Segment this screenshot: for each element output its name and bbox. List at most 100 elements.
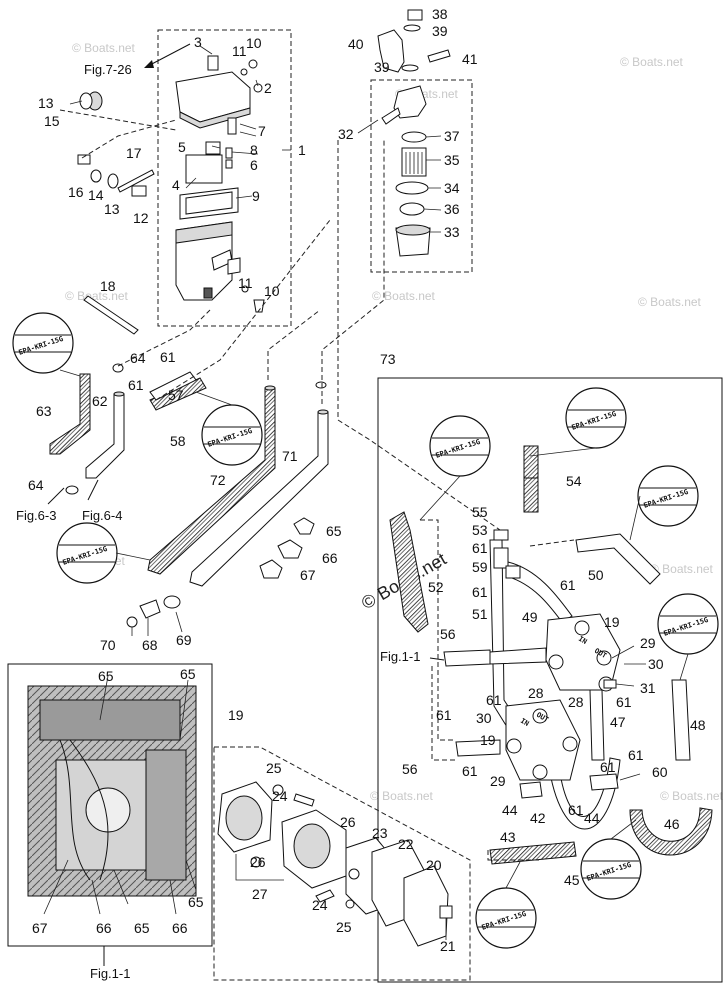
part-number: 11 [238,275,253,291]
pump-label-in: IN [519,717,530,728]
left-hoses [47,219,331,505]
epa-badge: EPA-KRI-15G [580,838,642,900]
part-number: 71 [282,448,298,464]
part-number: 24 [312,897,328,913]
leader [255,79,259,87]
plug-21 [439,905,453,919]
oring-34 [395,181,429,195]
watermark: © Boats.net [638,295,702,309]
part-number: 47 [610,714,626,730]
fig-ref-6-4: Fig.6-4 [82,508,122,523]
part-number: 61 [436,707,452,723]
washer-14 [90,169,102,183]
grommet [79,92,93,110]
part-number: 61 [486,692,502,708]
filter-inlet [381,107,401,125]
pump-screw [506,738,522,754]
part-number: 3 [194,34,202,50]
tie-18 [83,295,139,335]
part-number: 72 [210,472,226,488]
leader [239,123,257,137]
part-number: 34 [444,180,460,196]
watermark: © Boats.net [372,289,436,303]
joint-53 [493,547,509,569]
part-number: 6 [250,157,258,173]
epa-badge: EPA-KRI-15G [475,887,537,949]
engine-hose [69,739,109,881]
hose-end [113,391,125,397]
part-number: 61 [128,377,144,393]
filter-head [393,85,427,119]
hose-71 [189,411,329,587]
ring-36 [399,202,425,216]
part-number: 50 [588,567,604,583]
clip-64 [112,363,124,373]
clip-65 [293,517,315,535]
epa-badge: EPA-KRI-15G [201,404,263,466]
epa-badge: EPA-KRI-15G [565,387,627,449]
part-number: 52 [428,579,444,595]
fig-ref-1-1-bottom: Fig.1-1 [90,966,130,981]
part-number: 13 [38,95,54,111]
bolt-41 [427,49,451,63]
grommet-13 [107,173,119,189]
hose-56b [455,739,501,757]
part-number: 7 [258,123,266,139]
engine-manifold [145,749,187,881]
inset-leaders [43,675,197,915]
part-number: 9 [252,188,260,204]
part-number: 2 [264,80,272,96]
part-number: 61 [616,694,632,710]
engine-head [39,699,181,741]
part-number: 20 [426,857,442,873]
leader-dash [420,519,456,741]
part-number: 28 [528,685,544,701]
pump-screw [548,654,564,670]
clip-64b [65,485,79,495]
engine-inset [7,663,213,966]
part-number: 73 [380,351,396,367]
pump-screw [562,736,578,752]
part-number: 70 [100,637,116,653]
watermark: © Boats.net [370,789,434,803]
inset-border [7,663,213,947]
part-number: 10 [264,283,280,299]
clip-61 [603,679,617,689]
leader-dash [487,850,540,861]
part-number: 22 [398,836,414,852]
pump-assembly-box: IN OUT IN OUT [377,377,723,983]
joint-59 [505,565,521,579]
part-number: 68 [142,637,158,653]
part-number: 56 [440,626,456,642]
watermark: © Boats.net [660,789,724,803]
pump-cover-face [225,795,263,841]
hose-56a [443,649,491,667]
part-number: 1 [298,142,306,158]
epa-badge: EPA-KRI-15G [12,312,74,374]
part-number: 40 [348,36,364,52]
part-number: 31 [640,680,656,696]
watermark: © Boats.net [72,41,136,55]
part-number: 66 [172,920,188,936]
tank-rim [175,221,233,244]
part-number: 14 [88,187,104,203]
hose-43 [489,841,577,865]
hose-52 [389,511,429,633]
washer-11b [241,285,249,293]
watermark: © Boats.net [650,562,714,576]
part-number: 18 [100,278,116,294]
part-number: 55 [472,504,488,520]
hose-57 [149,371,197,401]
part-number: 26 [250,854,266,870]
joint-68 [139,599,161,619]
group-19-outline [213,746,471,981]
part-number: 65 [134,920,150,936]
part-number: 41 [462,51,478,67]
epa-badge: EPA-KRI-15G [429,415,491,477]
cap-70 [126,616,138,628]
part-number-labels: 1 2 3 4 5 6 7 8 9 10 10 11 11 12 13 13 1… [28,6,706,954]
washer-39 [403,24,421,32]
part-number: 25 [336,919,352,935]
part-number: 25 [266,760,282,776]
